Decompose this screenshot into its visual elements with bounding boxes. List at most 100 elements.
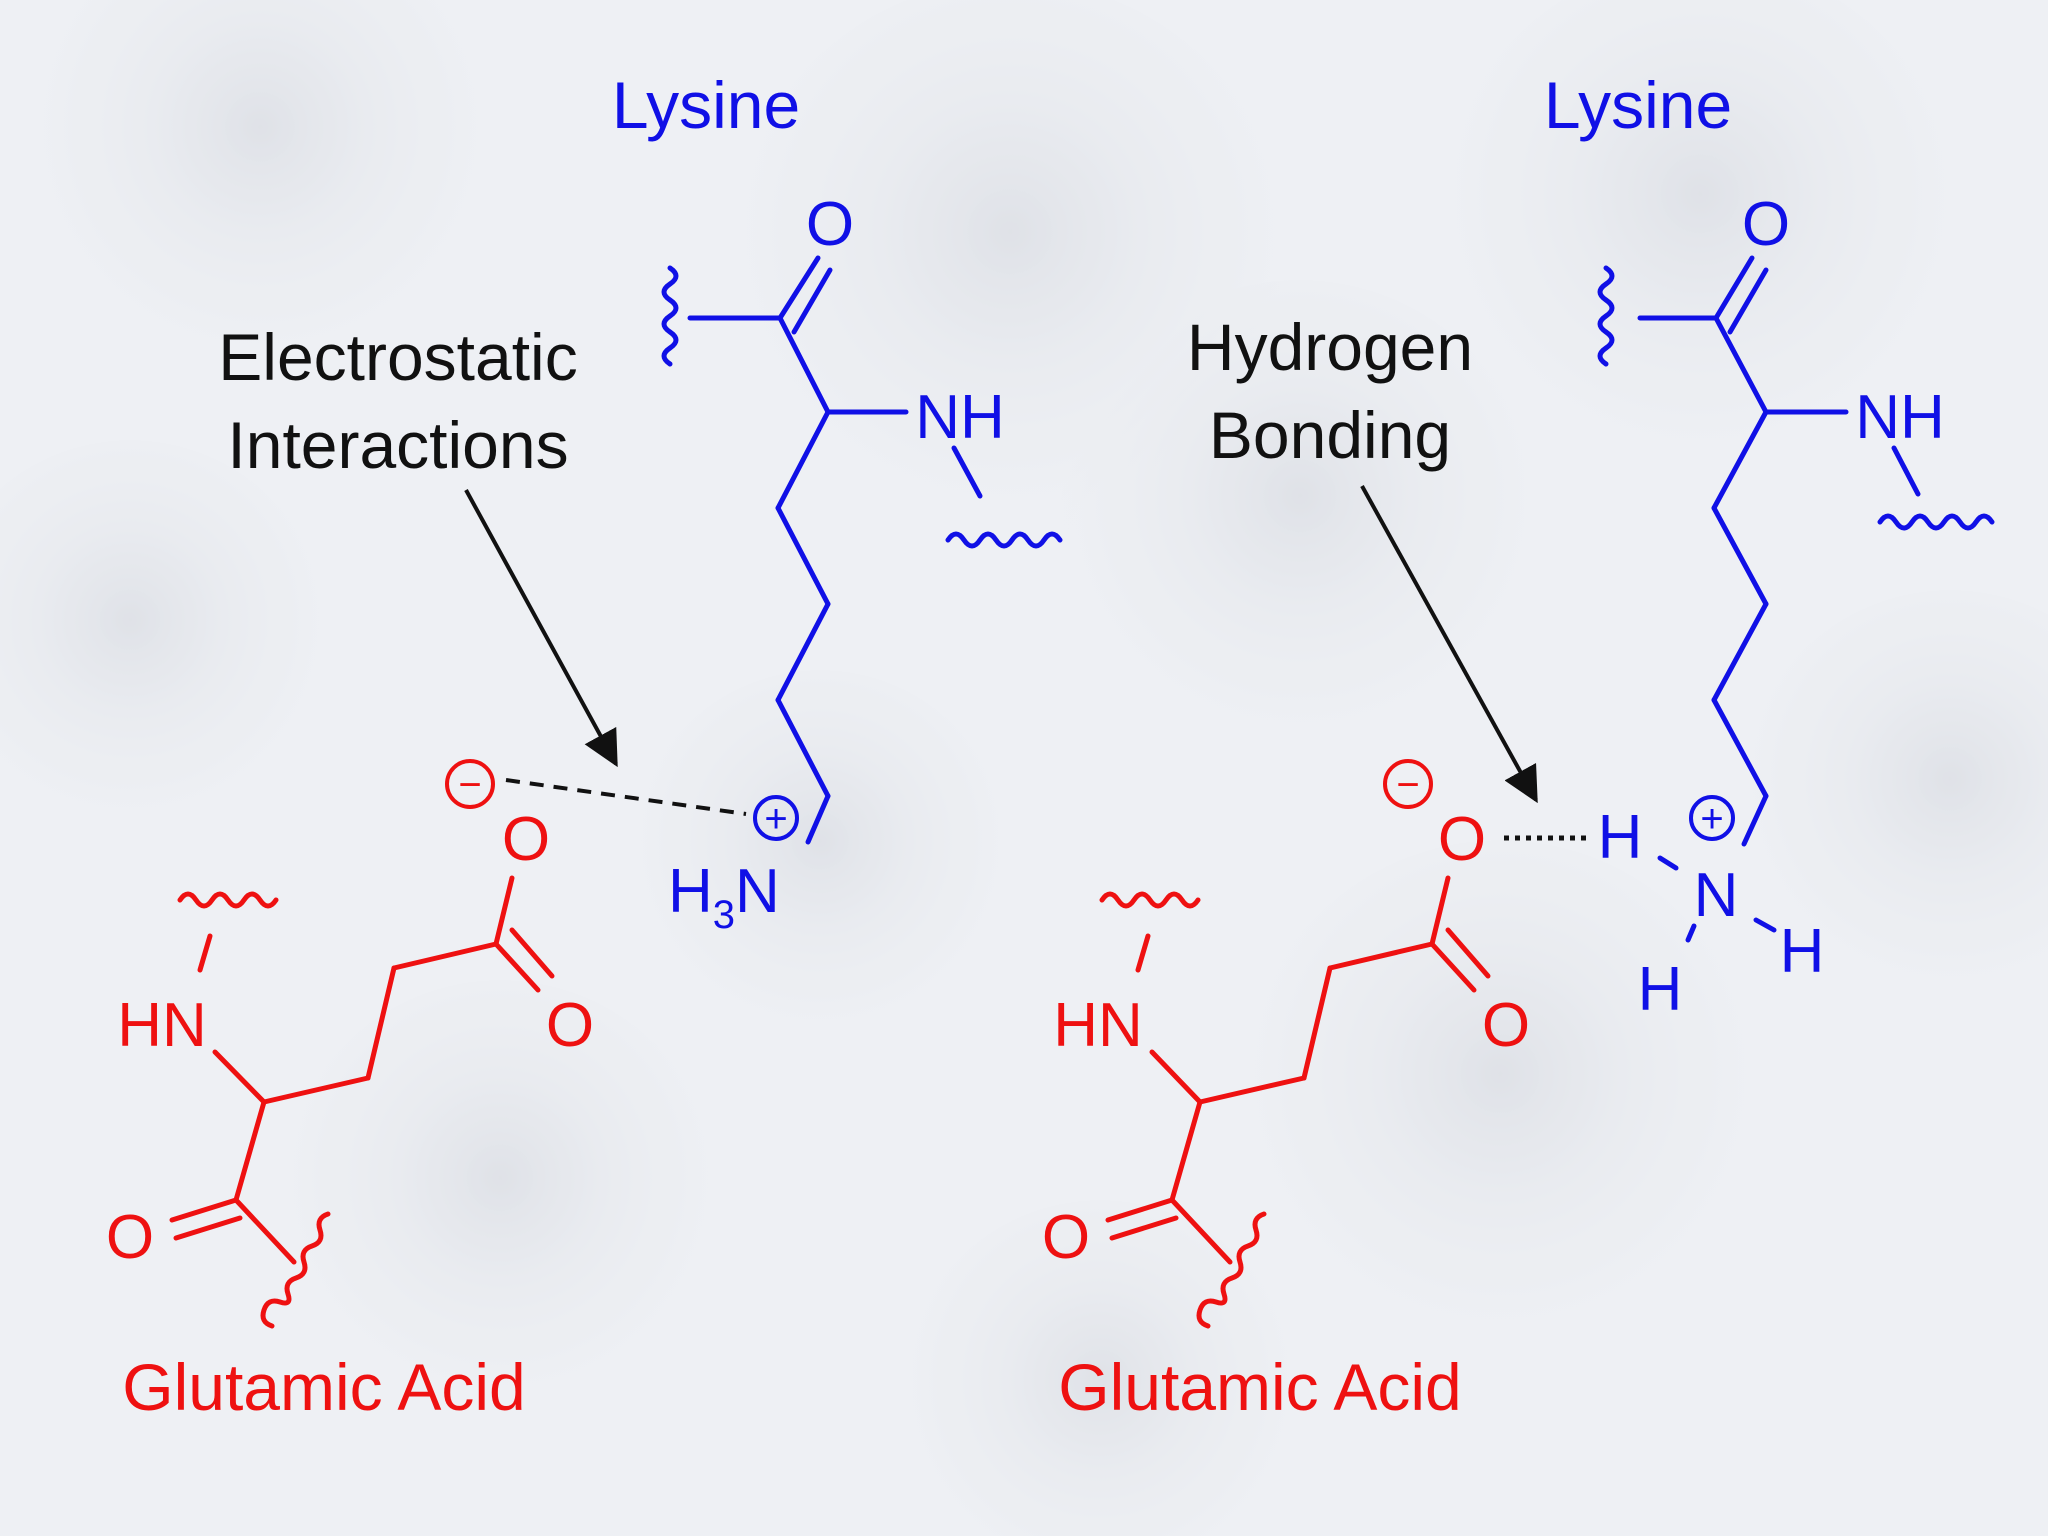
- bond: [212, 1049, 267, 1105]
- interaction-label-line1: Electrostatic: [218, 320, 577, 394]
- carboxylate-o-bottom: O: [1482, 991, 1530, 1060]
- electrostatic-interaction-line: [505, 778, 747, 816]
- wavy-bond: [945, 531, 1063, 549]
- wavy-bond: [1099, 891, 1201, 909]
- bond: [1169, 1197, 1233, 1265]
- bond: [233, 1197, 297, 1265]
- bond: [1711, 601, 1769, 703]
- bond: [1169, 1099, 1203, 1203]
- glutamic-acid-structure: [1099, 875, 1491, 1329]
- bond: [1685, 923, 1697, 943]
- bond: [1891, 445, 1921, 497]
- wavy-bond: [260, 1211, 331, 1329]
- bond: [493, 875, 515, 947]
- double-bond: [1445, 927, 1491, 979]
- annotation-arrow: [464, 489, 618, 768]
- lysine-structure: [661, 255, 1063, 845]
- glutamic-hn: HN: [117, 991, 207, 1060]
- bond: [1429, 875, 1451, 947]
- lysine-carbonyl-o: O: [1742, 190, 1790, 259]
- interaction-label-line2: Bonding: [1209, 398, 1451, 472]
- lysine-nh: NH: [1855, 383, 1945, 452]
- bond: [1753, 917, 1777, 933]
- bond: [261, 1075, 371, 1105]
- double-bond: [1429, 941, 1477, 993]
- carboxylate-o-bottom: O: [546, 991, 594, 1060]
- bond: [951, 445, 983, 499]
- double-bond: [1727, 267, 1769, 335]
- positive-charge: +: [1689, 795, 1735, 841]
- wavy-bond: [661, 265, 679, 367]
- panel-hydrogen-bonding: Hydrogen Bonding O NH H N H H: [1042, 68, 1995, 1424]
- double-bond: [509, 927, 555, 979]
- amine-group: H3N: [668, 857, 780, 937]
- negative-charge: −: [1383, 759, 1433, 809]
- svg-text:−: −: [1396, 763, 1419, 807]
- panel-electrostatic: Electrostatic Interactions O NH H3N: [106, 68, 1063, 1424]
- bond: [233, 1099, 267, 1203]
- bond: [777, 315, 831, 415]
- glutamic-hn: HN: [1053, 991, 1143, 1060]
- glutamic-carbonyl-o: O: [106, 1203, 154, 1272]
- bond: [1327, 941, 1435, 971]
- wavy-bond: [1597, 265, 1615, 367]
- carboxylate-o-top: O: [1438, 805, 1486, 874]
- wavy-bond: [1196, 1211, 1267, 1329]
- interaction-label-line2: Interactions: [227, 408, 568, 482]
- double-bond: [791, 267, 833, 335]
- glutamic-acid-title: Glutamic Acid: [1058, 1350, 1461, 1424]
- bond: [1711, 697, 1769, 799]
- double-bond: [1109, 1215, 1179, 1241]
- lysine-carbonyl-o: O: [806, 190, 854, 259]
- bond: [1711, 409, 1769, 511]
- positive-charge: +: [753, 795, 799, 841]
- interaction-label-line1: Hydrogen: [1187, 310, 1473, 384]
- bond: [775, 601, 831, 703]
- amine-n: N: [735, 857, 780, 926]
- bond: [1149, 1049, 1203, 1105]
- amine-h-lower: H: [1638, 955, 1683, 1024]
- carboxylate-o-top: O: [502, 805, 550, 874]
- bond: [1197, 1075, 1307, 1105]
- bond: [775, 505, 831, 607]
- bond: [1741, 793, 1769, 847]
- bond: [775, 409, 831, 511]
- double-bond: [777, 255, 821, 321]
- bond: [1301, 965, 1333, 1081]
- glutamic-carbonyl-o: O: [1042, 1203, 1090, 1272]
- wavy-bond: [1877, 513, 1995, 531]
- double-bond: [169, 1197, 239, 1223]
- double-bond: [173, 1215, 243, 1241]
- svg-text:−: −: [458, 763, 481, 807]
- bond: [1135, 933, 1151, 973]
- lysine-title: Lysine: [612, 68, 800, 142]
- annotation-arrow: [1360, 485, 1538, 804]
- double-bond: [1713, 255, 1755, 321]
- double-bond: [1105, 1197, 1175, 1223]
- amine-subscript: 3: [713, 893, 735, 937]
- amine-h-right: H: [1780, 917, 1825, 986]
- glutamic-acid-title: Glutamic Acid: [122, 1350, 525, 1424]
- lysine-nh: NH: [915, 383, 1005, 452]
- amine-h: H: [668, 857, 713, 926]
- double-bond: [493, 941, 541, 993]
- lysine-title: Lysine: [1544, 68, 1732, 142]
- bond: [775, 697, 831, 799]
- amine-n: N: [1694, 861, 1739, 930]
- lysine-structure: [1597, 255, 1995, 943]
- wavy-bond: [177, 891, 279, 909]
- h-bond-hydrogen: H: [1598, 803, 1643, 872]
- bond: [805, 793, 831, 845]
- bond: [1657, 855, 1679, 871]
- negative-charge: −: [445, 759, 495, 809]
- svg-text:H3N: H3N: [668, 857, 780, 937]
- bond: [1713, 315, 1769, 415]
- svg-text:+: +: [764, 797, 787, 841]
- svg-text:+: +: [1700, 797, 1723, 841]
- bond: [197, 933, 213, 973]
- bond: [391, 941, 499, 971]
- bond: [1711, 505, 1769, 607]
- bond: [365, 965, 397, 1081]
